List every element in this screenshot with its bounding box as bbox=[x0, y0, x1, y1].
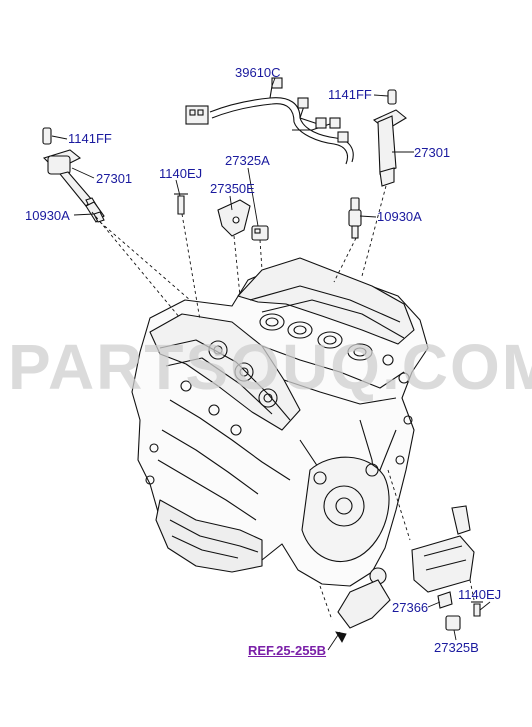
callout-plug-right: 10930A bbox=[377, 209, 422, 224]
callout-coil-left: 27301 bbox=[96, 171, 133, 186]
ignition-coil-right bbox=[372, 89, 407, 187]
callout-bracket: 27350E bbox=[210, 181, 255, 196]
callout-lines bbox=[51, 77, 491, 651]
harness-connector bbox=[185, 105, 209, 125]
wiring-harness bbox=[185, 77, 354, 165]
leader-lines bbox=[91, 185, 475, 621]
callout-harness: 39610C bbox=[235, 65, 281, 80]
watermark-text: PARTSOUQ.COM bbox=[8, 331, 532, 403]
callout-connector-a: 27325A bbox=[225, 153, 270, 168]
engine-block bbox=[131, 257, 429, 587]
callout-plug-left: 10930A bbox=[25, 208, 70, 223]
clip-27366 bbox=[437, 591, 453, 609]
callout-bolt-left: 1141FF bbox=[68, 131, 112, 146]
callout-bolt-lower: 1140EJ bbox=[458, 587, 502, 602]
spark-plug-left bbox=[85, 201, 105, 223]
callout-coil-right: 27301 bbox=[414, 145, 451, 160]
bolt-lower bbox=[473, 603, 481, 617]
reference-link[interactable]: REF.25-255B bbox=[248, 643, 327, 658]
callout-bolt-bracket: 1140EJ bbox=[159, 166, 203, 181]
callout-clip: 27366 bbox=[392, 600, 429, 615]
spark-plug-right bbox=[348, 197, 362, 239]
lower-sensor-assembly bbox=[337, 505, 483, 631]
bolt-bracket bbox=[177, 195, 185, 215]
connector-27325b bbox=[445, 615, 461, 631]
callout-bolt-right: 1141FF bbox=[328, 87, 372, 102]
callout-connector-b: 27325B bbox=[434, 640, 479, 655]
bracket-assembly bbox=[174, 193, 269, 241]
